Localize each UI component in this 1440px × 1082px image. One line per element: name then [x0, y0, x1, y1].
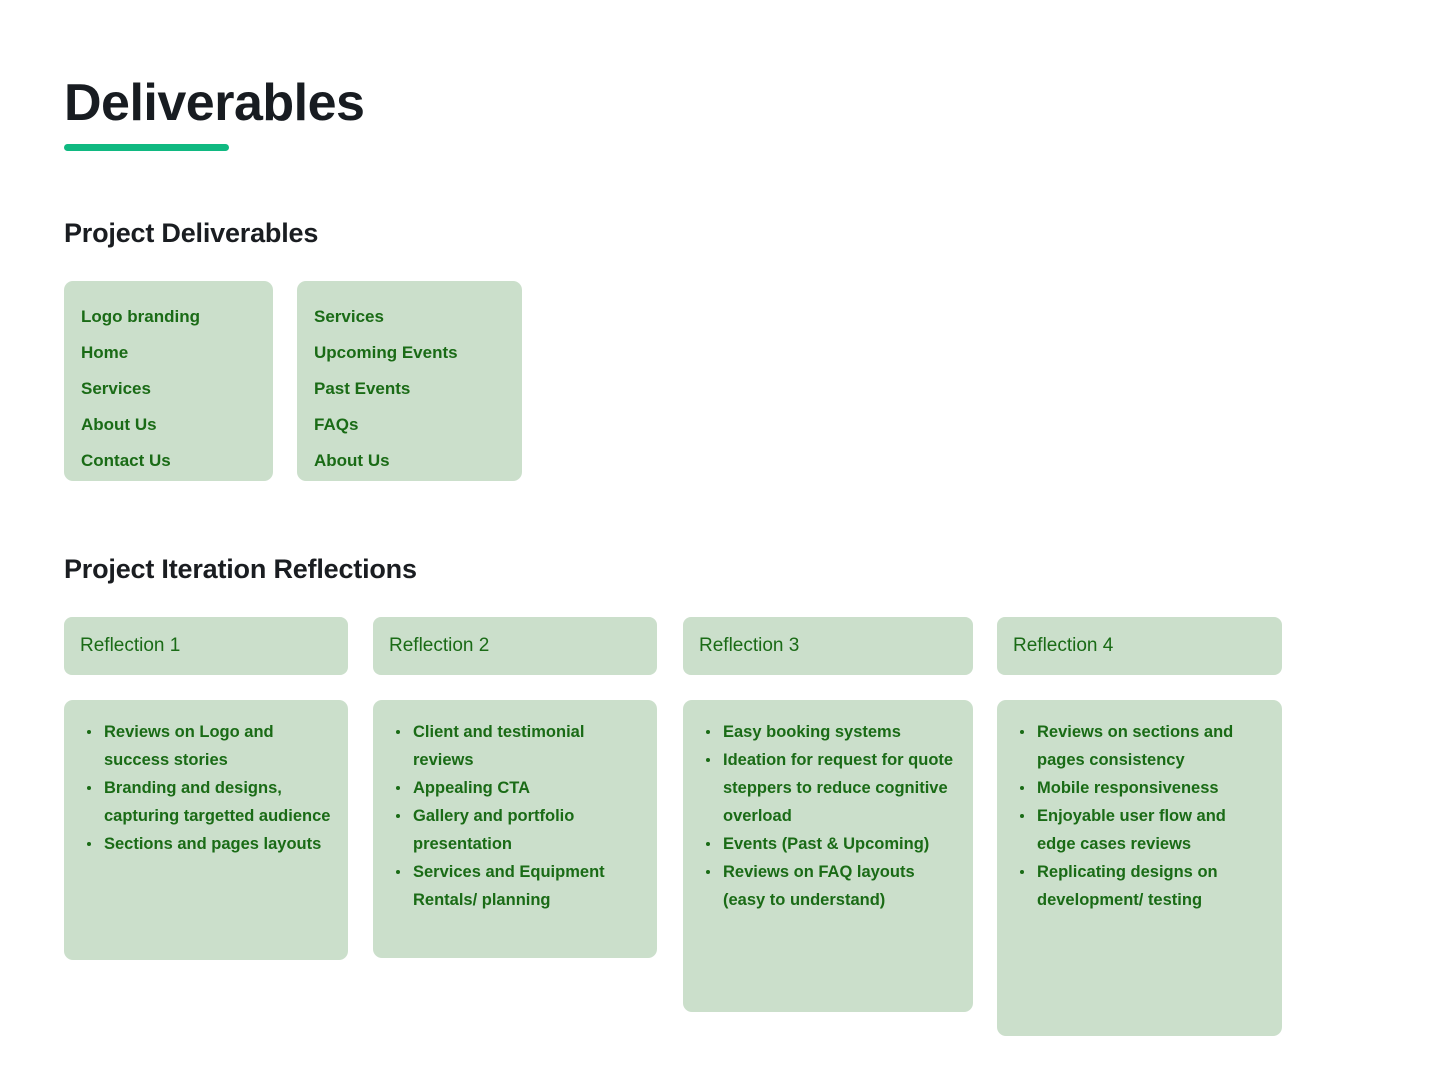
list-item: Mobile responsiveness	[1011, 774, 1268, 802]
list-item: Enjoyable user flow and edge cases revie…	[1011, 802, 1268, 858]
page-title: Deliverables	[64, 74, 365, 132]
list-item: Services and Equipment Rentals/ planning	[387, 858, 643, 914]
list-item: Services	[81, 379, 151, 398]
section-heading-project-deliverables: Project Deliverables	[64, 218, 319, 248]
list-item: Home	[81, 343, 129, 362]
list-item: Upcoming Events	[314, 343, 458, 362]
title-accent-rule	[64, 144, 229, 151]
reflection-column-4: Reflection 4 Reviews on sections and pag…	[997, 617, 1282, 1036]
reflection-bullet-list-2: Client and testimonial reviews Appealing…	[387, 718, 643, 914]
deliverables-box-1: Logo branding Home Services About Us Con…	[64, 281, 273, 481]
reflection-header-label: Reflection 2	[389, 635, 490, 656]
reflection-bullet-list-3: Easy booking systems Ideation for reques…	[697, 718, 959, 914]
list-item: Replicating designs on development/ test…	[1011, 858, 1268, 914]
reflection-card-3: Easy booking systems Ideation for reques…	[683, 700, 973, 1012]
list-item: FAQs	[314, 415, 359, 434]
list-item: Events (Past & Upcoming)	[697, 830, 959, 858]
reflection-header-2: Reflection 2	[373, 617, 657, 675]
list-item: Contact Us	[81, 451, 171, 470]
list-item: Ideation for request for quote steppers …	[697, 746, 959, 830]
list-item: Branding and designs, capturing targette…	[78, 774, 334, 830]
list-item: About Us	[314, 451, 390, 470]
list-item: Reviews on Logo and success stories	[78, 718, 334, 774]
list-item: Reviews on FAQ layouts (easy to understa…	[697, 858, 959, 914]
section-heading-project-iteration-reflections: Project Iteration Reflections	[64, 554, 417, 584]
list-item: Client and testimonial reviews	[387, 718, 643, 774]
reflection-card-4: Reviews on sections and pages consistenc…	[997, 700, 1282, 1036]
list-item: Gallery and portfolio presentation	[387, 802, 643, 858]
reflection-bullet-list-4: Reviews on sections and pages consistenc…	[1011, 718, 1268, 914]
list-item: Sections and pages layouts	[78, 830, 334, 858]
list-item: About Us	[81, 415, 157, 434]
deliverables-list-1: Logo branding Home Services About Us Con…	[81, 299, 256, 479]
list-item: Easy booking systems	[697, 718, 959, 746]
reflection-header-3: Reflection 3	[683, 617, 973, 675]
reflection-column-3: Reflection 3 Easy booking systems Ideati…	[683, 617, 973, 1012]
reflection-header-label: Reflection 1	[80, 635, 181, 656]
list-item: Services	[314, 307, 384, 326]
reflection-header-1: Reflection 1	[64, 617, 348, 675]
list-item: Logo branding	[81, 307, 200, 326]
reflection-header-label: Reflection 3	[699, 635, 800, 656]
reflection-header-4: Reflection 4	[997, 617, 1282, 675]
list-item: Past Events	[314, 379, 411, 398]
reflection-column-2: Reflection 2 Client and testimonial revi…	[373, 617, 657, 958]
list-item: Reviews on sections and pages consistenc…	[1011, 718, 1268, 774]
reflection-bullet-list-1: Reviews on Logo and success stories Bran…	[78, 718, 334, 858]
deliverables-box-2: Services Upcoming Events Past Events FAQ…	[297, 281, 522, 481]
deliverables-list-2: Services Upcoming Events Past Events FAQ…	[314, 299, 505, 479]
reflection-card-1: Reviews on Logo and success stories Bran…	[64, 700, 348, 960]
reflection-card-2: Client and testimonial reviews Appealing…	[373, 700, 657, 958]
reflection-column-1: Reflection 1 Reviews on Logo and success…	[64, 617, 348, 960]
list-item: Appealing CTA	[387, 774, 643, 802]
reflection-header-label: Reflection 4	[1013, 635, 1114, 656]
